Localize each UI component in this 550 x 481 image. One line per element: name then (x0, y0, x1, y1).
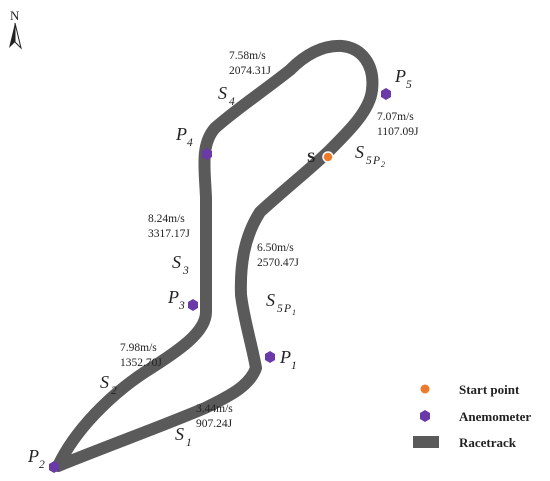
svg-text:S: S (100, 372, 109, 392)
svg-text:4: 4 (187, 137, 193, 149)
svg-text:5: 5 (366, 155, 372, 167)
svg-text:1: 1 (291, 360, 297, 372)
svg-text:P: P (175, 124, 187, 144)
label-s1: S 1 (175, 424, 192, 449)
racetrack (52, 39, 379, 472)
label-s4: S 4 (218, 83, 235, 108)
annotation-s2: 7.98m/s 1352.70J (120, 342, 162, 369)
start-label: S (307, 150, 315, 166)
label-p3: P 3 (167, 287, 185, 312)
svg-text:2: 2 (39, 459, 45, 471)
svg-text:7.58m/s: 7.58m/s (229, 50, 266, 62)
label-s2: S 2 (100, 372, 117, 397)
svg-text:3: 3 (178, 300, 185, 312)
svg-text:S: S (355, 142, 364, 162)
svg-text:5: 5 (406, 79, 412, 91)
svg-text:4: 4 (229, 96, 235, 108)
label-s3: S 3 (172, 252, 189, 277)
annotation-s5p2: 7.07m/s 1107.09J (377, 111, 419, 138)
svg-text:P: P (279, 347, 291, 367)
svg-text:3: 3 (182, 265, 189, 277)
anemometer-p5-icon (381, 88, 391, 100)
legend-start-point-label: Start point (459, 382, 520, 397)
north-label: N (10, 8, 20, 23)
svg-text:P: P (167, 287, 179, 307)
annotation-s5p1: 6.50m/s 2570.47J (257, 242, 299, 269)
anemometer-p4-icon (202, 148, 212, 160)
svg-text:3317.17J: 3317.17J (148, 228, 190, 240)
anemometer-p3-icon (188, 299, 198, 311)
svg-text:S: S (218, 83, 227, 103)
svg-text:P: P (27, 446, 39, 466)
anemometer-p2-icon (49, 461, 59, 473)
svg-text:6.50m/s: 6.50m/s (257, 242, 294, 254)
annotation-s3: 8.24m/s 3317.17J (148, 213, 190, 240)
svg-text:1352.70J: 1352.70J (120, 357, 162, 369)
svg-text:7.07m/s: 7.07m/s (377, 111, 414, 123)
svg-text:2570.47J: 2570.47J (257, 257, 299, 269)
start-point-marker (322, 151, 334, 163)
anemometer-p1-icon (265, 351, 275, 363)
label-p5: P 5 (394, 66, 412, 91)
svg-text:8.24m/s: 8.24m/s (148, 213, 185, 225)
annotation-s1: 3.44m/s 907.24J (196, 403, 233, 430)
svg-text:7.98m/s: 7.98m/s (120, 342, 157, 354)
svg-text:907.24J: 907.24J (196, 418, 233, 430)
svg-text:S: S (175, 424, 184, 444)
label-s5p2: S 5 P 2 (355, 142, 385, 169)
annotation-s4: 7.58m/s 2074.31J (229, 50, 271, 77)
svg-text:1: 1 (186, 437, 192, 449)
svg-text:P: P (372, 155, 380, 167)
north-arrow-icon: N (9, 8, 22, 50)
svg-text:2: 2 (381, 160, 385, 169)
svg-text:S: S (172, 252, 181, 272)
legend-racetrack-icon (413, 436, 439, 448)
svg-text:5: 5 (277, 303, 283, 315)
svg-text:2074.31J: 2074.31J (229, 65, 271, 77)
legend-racetrack-label: Racetrack (459, 435, 517, 450)
svg-text:S: S (266, 290, 275, 310)
svg-text:1107.09J: 1107.09J (377, 126, 419, 138)
legend-anemometer-icon (420, 410, 430, 422)
svg-text:P: P (394, 66, 406, 86)
label-p4: P 4 (175, 124, 193, 149)
label-p2: P 2 (27, 446, 45, 471)
svg-text:P: P (283, 303, 291, 315)
label-p1: P 1 (279, 347, 297, 372)
svg-text:2: 2 (111, 385, 117, 397)
label-s5p1: S 5 P 1 (266, 290, 296, 317)
legend-start-point-icon (419, 383, 431, 395)
legend: Start point Anemometer Racetrack (413, 382, 531, 450)
svg-text:1: 1 (292, 308, 296, 317)
legend-anemometer-label: Anemometer (459, 409, 531, 424)
svg-text:3.44m/s: 3.44m/s (196, 403, 233, 415)
